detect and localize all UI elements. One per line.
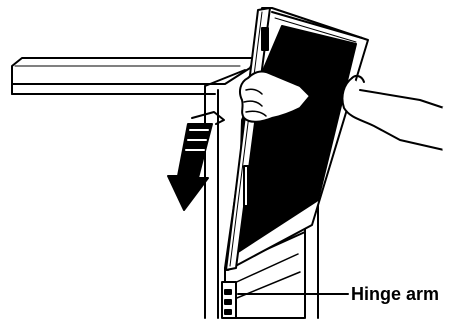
countertop	[12, 58, 255, 94]
right-arm	[342, 76, 444, 150]
oven-door	[225, 8, 368, 270]
hinge-arm	[222, 282, 236, 318]
hinge-arm-label: Hinge arm	[351, 285, 439, 303]
motion-arrow-icon	[168, 112, 224, 210]
